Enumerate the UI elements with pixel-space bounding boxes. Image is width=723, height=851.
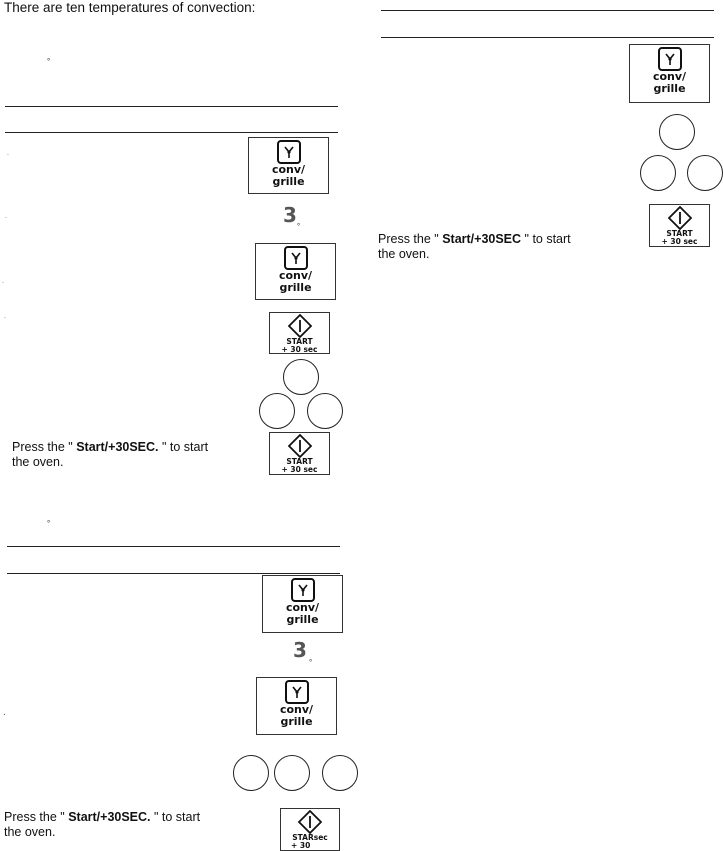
grille-label: grille [272, 175, 305, 188]
conv-label: conv/ [279, 703, 314, 716]
degree-mark: ° [47, 57, 51, 66]
number-key[interactable] [640, 155, 676, 191]
press-start-instruction: Press the " Start/+30SEC " to start the … [378, 232, 628, 262]
divider [7, 546, 340, 547]
divider [7, 573, 340, 574]
start-button[interactable]: STARsec + 30 [280, 808, 340, 851]
step-marker: . [2, 278, 4, 285]
start-diamond-icon [298, 810, 322, 834]
press-bold: Start/+30SEC [442, 232, 525, 246]
step-marker: . [7, 150, 9, 157]
degree-mark: ° [47, 519, 51, 528]
conv-grille-button[interactable]: conv/ grille [629, 44, 710, 103]
degree-mark: ° [309, 658, 313, 667]
divider [5, 132, 338, 133]
start-sub-label: + 30 sec [661, 237, 698, 246]
conv-grille-button[interactable]: conv/ grille [256, 677, 337, 735]
grille-label: grille [286, 613, 319, 626]
press-line2: the oven. [378, 247, 430, 261]
intro-text: There are ten temperatures of convection… [4, 0, 256, 15]
divider [381, 10, 714, 11]
number-key[interactable] [274, 755, 310, 791]
fan-icon [276, 140, 301, 164]
press-post: " to start [154, 810, 201, 824]
step-marker: . [4, 313, 6, 320]
conv-label: conv/ [278, 269, 313, 282]
fan-icon [284, 680, 309, 704]
start-sub-label: + 30 sec [281, 345, 318, 354]
start-sub-label: + 30 [291, 841, 311, 850]
conv-grille-button[interactable]: conv/ grille [255, 243, 336, 300]
conv-grille-button[interactable]: conv/ grille [262, 575, 343, 633]
press-bold: Start/+30SEC. [68, 810, 154, 824]
press-post: " to start [524, 232, 571, 246]
grille-label: grille [653, 82, 686, 95]
digit-display: 3 [283, 203, 297, 227]
digit-display: 3 [293, 638, 307, 662]
conv-label: conv/ [285, 601, 320, 614]
start-sub-label: + 30 sec [281, 465, 318, 474]
step-marker: . [3, 707, 6, 718]
grille-label: grille [280, 715, 313, 728]
number-key[interactable] [233, 755, 269, 791]
press-line2: the oven. [12, 455, 64, 469]
conv-label: conv/ [652, 70, 687, 83]
start-diamond-icon [287, 314, 312, 338]
grille-label: grille [279, 281, 312, 294]
fan-icon [657, 47, 682, 71]
start-label: START [666, 229, 693, 238]
number-key[interactable] [687, 155, 723, 191]
start-button[interactable]: START + 30 sec [269, 312, 330, 354]
start-label: STARsec [292, 833, 328, 842]
degree-mark: ° [297, 222, 301, 231]
number-key[interactable] [659, 114, 695, 150]
press-start-instruction: Press the " Start/+30SEC. " to start the… [12, 440, 252, 470]
fan-icon [283, 246, 308, 270]
press-pre: Press the " [378, 232, 443, 246]
start-button[interactable]: START + 30 sec [269, 432, 330, 475]
press-post: " to start [162, 440, 209, 454]
start-button[interactable]: START + 30 sec [649, 204, 710, 247]
start-label: START [286, 337, 313, 346]
press-line2: the oven. [4, 825, 56, 839]
conv-label: conv/ [271, 163, 306, 176]
number-key[interactable] [283, 359, 319, 395]
divider [5, 106, 338, 107]
start-label: START [286, 457, 313, 466]
step-marker: . [5, 213, 7, 220]
press-start-instruction: Press the " Start/+30SEC. " to start the… [4, 810, 249, 840]
fan-icon [290, 578, 315, 602]
start-diamond-icon [287, 434, 312, 458]
press-bold: Start/+30SEC. [76, 440, 162, 454]
number-key[interactable] [322, 755, 358, 791]
press-pre: Press the " [4, 810, 69, 824]
number-key[interactable] [259, 393, 295, 429]
number-key[interactable] [307, 393, 343, 429]
conv-grille-button[interactable]: conv/ grille [248, 137, 329, 194]
start-diamond-icon [667, 206, 692, 230]
divider [381, 37, 714, 38]
press-pre: Press the " [12, 440, 77, 454]
